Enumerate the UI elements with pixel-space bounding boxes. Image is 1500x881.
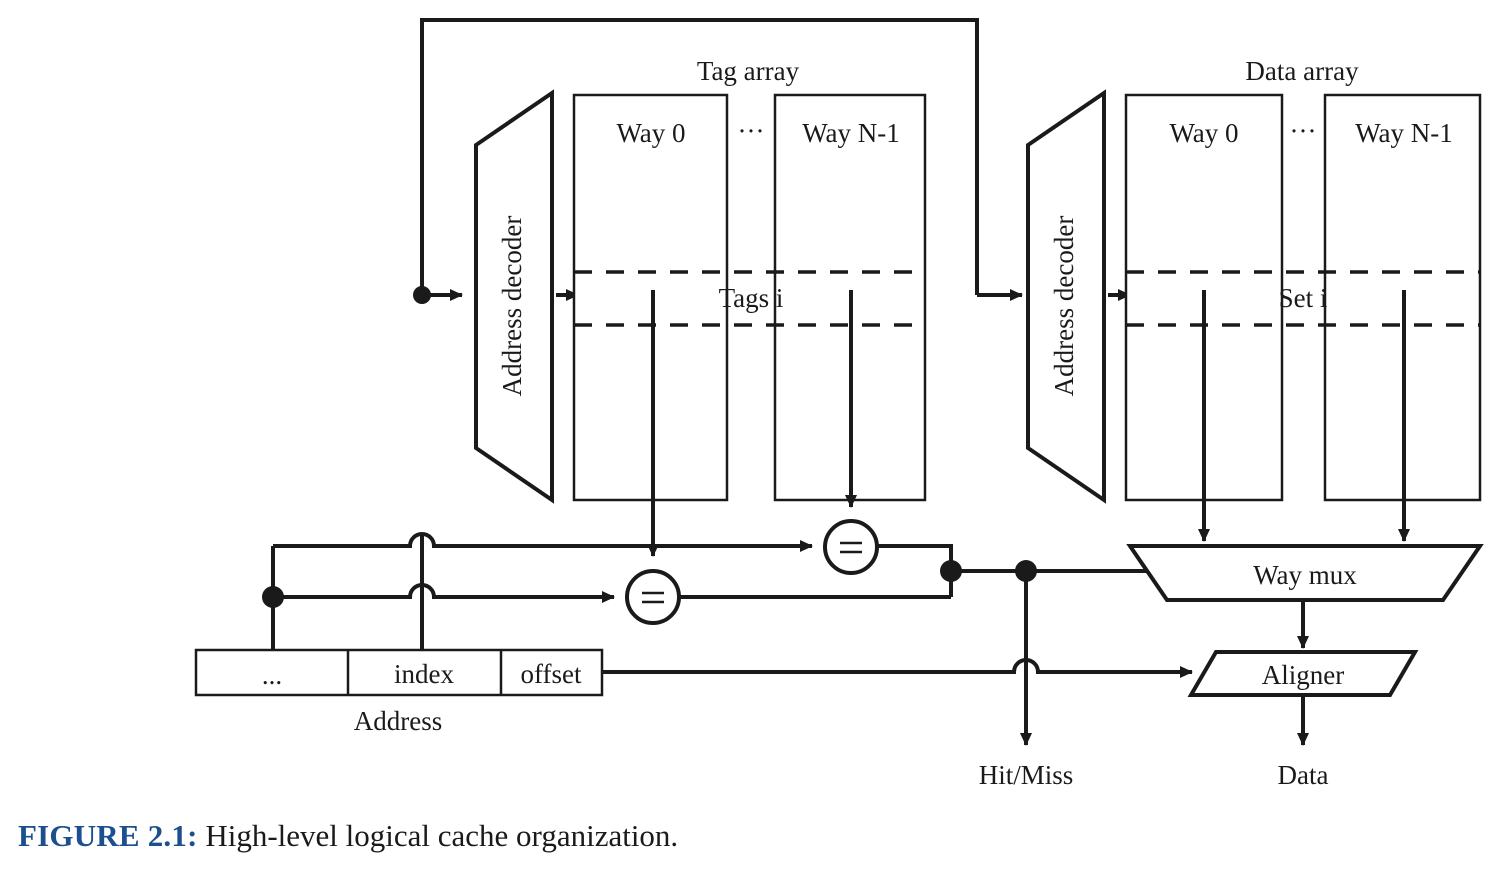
data-way-0-label: Way 0 <box>1169 118 1238 148</box>
data-address-decoder: Address decoder <box>1026 89 1131 504</box>
hit-miss-output-label: Hit/Miss <box>979 760 1074 790</box>
offset-to-aligner-wire <box>602 658 1193 678</box>
aligner: Aligner <box>1187 650 1419 746</box>
address-box-outline <box>194 648 604 697</box>
data-array-ways: Way 0 ··· Way N-1 Set i <box>1124 93 1482 542</box>
data-way-n1-label: Way N-1 <box>1355 118 1453 148</box>
figure-caption-text: High-level logical cache organization. <box>205 818 679 853</box>
data-array-title: Data array <box>1245 56 1359 86</box>
comparator-way-0: = <box>625 569 681 625</box>
tag-address-decoder: Address decoder <box>474 89 579 504</box>
data-way-ellipsis: ··· <box>1290 116 1317 146</box>
tag-address-decoder-label: Address decoder <box>497 216 527 397</box>
hit-miss-routing <box>679 544 1164 746</box>
aligner-label: Aligner <box>1262 660 1344 690</box>
address-label: Address <box>354 706 443 736</box>
index-top-routing-wire <box>413 18 1023 304</box>
tags-row-label: Tags i <box>719 283 784 313</box>
tag-way-0-label: Way 0 <box>616 118 685 148</box>
way-mux: Way mux <box>1126 544 1484 649</box>
tag-array-title: Tag array <box>697 56 800 86</box>
junction-dot-tag-split <box>262 586 284 608</box>
address-field-tag: ... <box>262 660 282 690</box>
address-box: ... index offset Address <box>194 648 604 736</box>
comparator-way-n1: = <box>823 519 879 575</box>
tag-array-ways: Way 0 ··· Way N-1 Tags i <box>572 93 927 557</box>
address-field-index: index <box>394 659 454 689</box>
tag-feed-wires <box>262 532 813 660</box>
data-address-decoder-label: Address decoder <box>1049 216 1079 397</box>
figure-caption-prefix: FIGURE 2.1: <box>18 818 198 853</box>
set-row-label: Set i <box>1279 283 1328 313</box>
address-field-offset: offset <box>521 659 582 689</box>
data-output-label: Data <box>1278 760 1329 790</box>
tag-way-n1-label: Way N-1 <box>802 118 900 148</box>
figure-caption: FIGURE 2.1: High-level logical cache org… <box>18 818 678 854</box>
tag-way-ellipsis: ··· <box>738 116 765 146</box>
tag-way-0-box <box>572 93 729 502</box>
way-mux-label: Way mux <box>1253 560 1357 590</box>
